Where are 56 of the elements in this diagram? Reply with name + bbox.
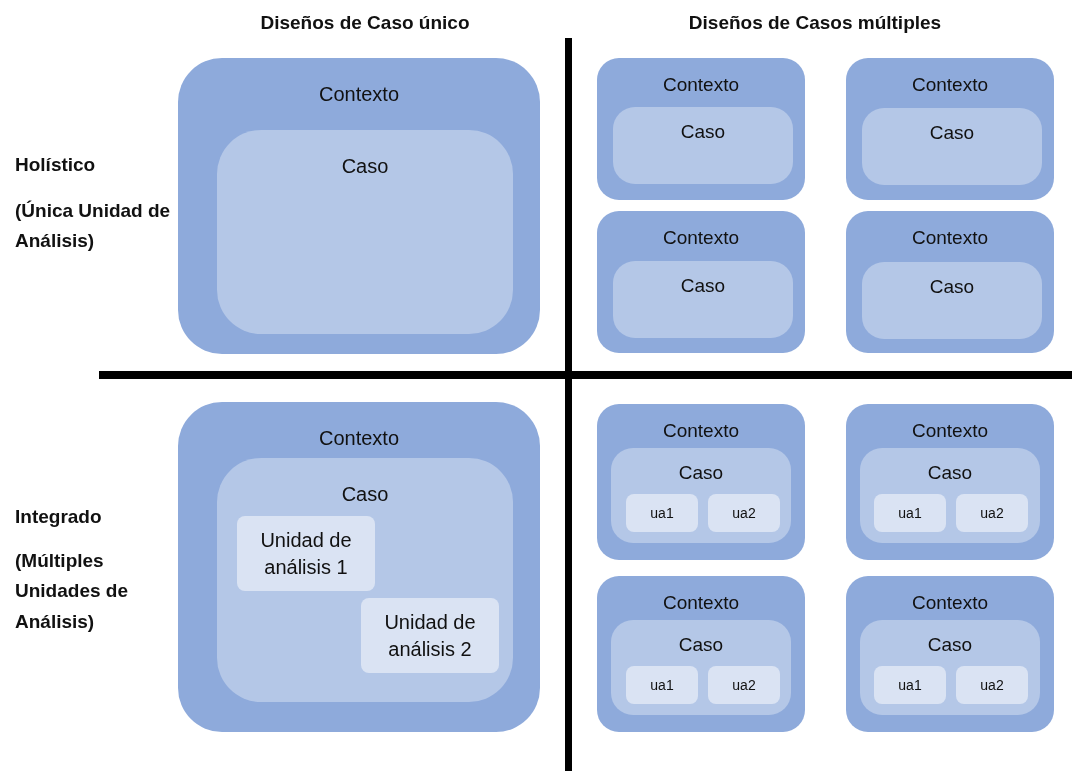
row-heading: Integrado [15,505,103,529]
unit-box: ua2 [708,666,780,704]
context-box [178,58,540,354]
context-label: Contexto [910,420,989,443]
case-label: Caso [928,122,976,145]
context-box [597,404,805,560]
context-box [597,58,805,200]
unit-box: ua1 [874,666,946,704]
context-label: Contexto [317,82,401,106]
case-label: Caso [677,634,725,657]
case-box [611,448,791,543]
context-box [597,211,805,353]
unit-box: ua1 [626,666,698,704]
row-subheading: (Única Unidad de Análisis) [15,199,172,254]
case-label: Caso [679,275,727,298]
context-box [846,404,1054,560]
case-box [613,107,793,184]
case-box [611,620,791,715]
context-label: Contexto [317,426,401,450]
case-box [862,108,1042,185]
case-label: Caso [679,121,727,144]
case-box [860,448,1040,543]
row-subheading: (Múltiples Unidades de Análisis) [15,549,129,634]
column-heading: Diseños de Casos múltiples [687,11,943,35]
context-box [846,576,1054,732]
context-label: Contexto [661,74,740,97]
row-heading: Holístico [15,153,97,177]
case-label: Caso [340,154,390,178]
context-label: Contexto [910,592,989,615]
unit-box: ua2 [956,494,1028,532]
context-box [846,211,1054,353]
case-box [860,620,1040,715]
case-label: Caso [926,462,974,485]
case-box [217,458,513,702]
unit-box: ua1 [626,494,698,532]
context-box [597,576,805,732]
case-label: Caso [340,482,390,506]
unit-box: ua1 [874,494,946,532]
unit-box: Unidad de análisis 1 [237,516,375,591]
context-label: Contexto [661,227,740,250]
unit-box: ua2 [956,666,1028,704]
context-label: Contexto [910,74,989,97]
column-heading: Diseños de Caso único [259,11,471,35]
context-box [178,402,540,732]
case-label: Caso [677,462,725,485]
context-label: Contexto [661,420,740,443]
context-box [846,58,1054,200]
unit-box: ua2 [708,494,780,532]
context-label: Contexto [661,592,740,615]
case-label: Caso [928,276,976,299]
case-label: Caso [926,634,974,657]
case-box [862,262,1042,339]
unit-box: Unidad de análisis 2 [361,598,499,673]
context-label: Contexto [910,227,989,250]
case-box [613,261,793,338]
case-box [217,130,513,334]
